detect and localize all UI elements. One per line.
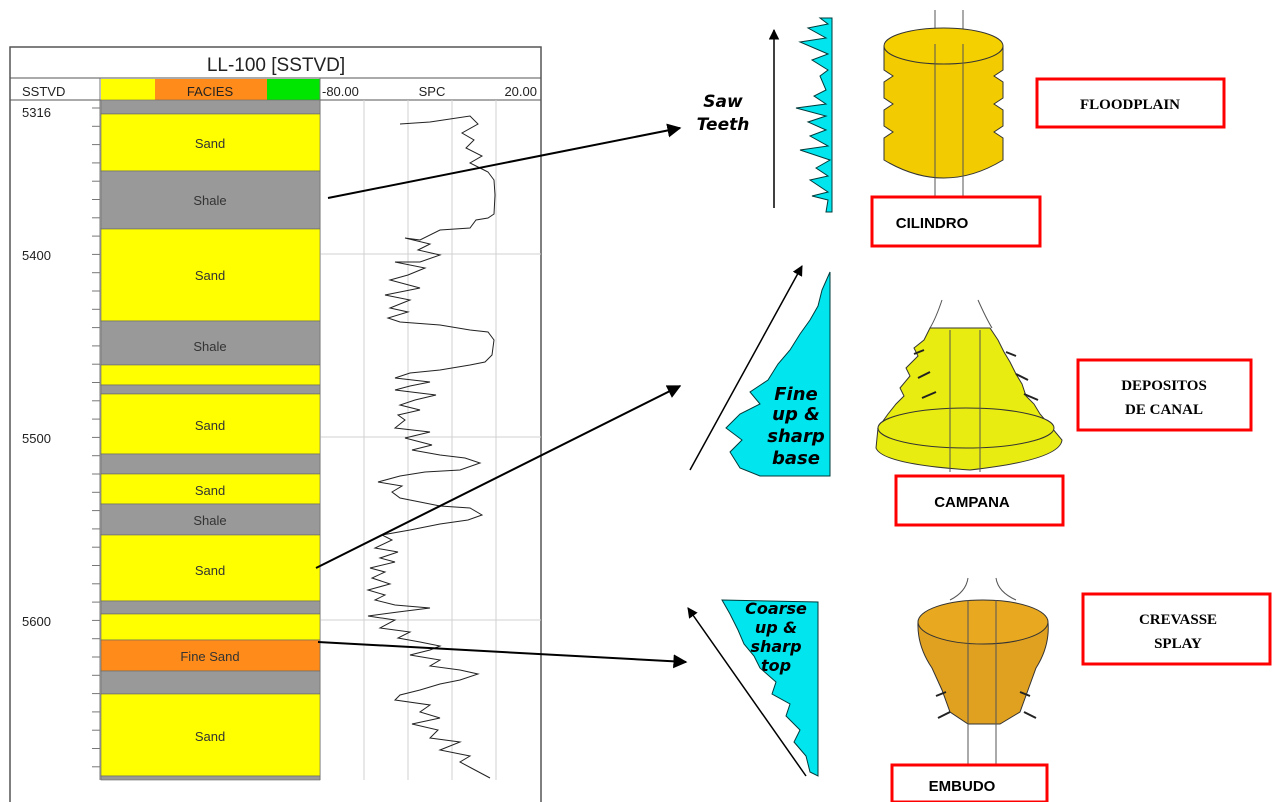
- shape-label: CILINDRO: [896, 215, 969, 232]
- environment-label: DEPOSITOS: [1121, 378, 1207, 394]
- shape-label: CAMPANA: [934, 494, 1010, 511]
- coarsening-up-curve: [721, 599, 819, 777]
- fining-up-curve: [725, 271, 831, 477]
- environment-label: SPLAY: [1154, 636, 1202, 652]
- facies-band-sand: [100, 228, 321, 322]
- arrow-shale-to-cilindro: [327, 123, 682, 199]
- curve-text-line: Coarse: [745, 599, 807, 618]
- bell-icon: [875, 299, 1063, 472]
- depth-label-5400: 5400: [22, 248, 51, 263]
- pattern-cilindro: Saw Teeth CILINDRO FLOODPLAIN: [697, 10, 1226, 248]
- well-log-panel: LL-100 [SSTVD] SSTVD FACIES -80.00 SPC 2…: [9, 46, 542, 802]
- depth-label-5500: 5500: [22, 431, 51, 446]
- facies-band-sand: [100, 534, 321, 602]
- facies-band-shale: [100, 170, 321, 230]
- pattern-campana: Fine up & sharp base CAMPANA DEPOSITOS D…: [689, 265, 1253, 527]
- facies-label: Sand: [195, 483, 225, 498]
- facies-header-finesand-swatch: [155, 79, 267, 100]
- facies-header-green-swatch: [267, 79, 320, 100]
- facies-label: Shale: [193, 339, 226, 354]
- facies-band-finesand: [100, 639, 321, 672]
- curve-text-line: Saw: [703, 92, 743, 112]
- shape-label-box: [894, 474, 1065, 527]
- facies-band-sand: [100, 473, 321, 505]
- environment-label-box: [1081, 592, 1272, 666]
- facies-header: FACIES: [187, 84, 234, 99]
- curve-text-line: up &: [772, 404, 820, 425]
- facies-band-shale: [100, 503, 321, 536]
- log-title: LL-100 [SSTVD]: [207, 55, 345, 76]
- facies-band-sand: [100, 113, 321, 172]
- shape-label-box: [870, 195, 1042, 248]
- facies-band-shale: [100, 600, 321, 615]
- curve-text-line: sharp: [750, 637, 801, 656]
- facies-band-shale: [100, 320, 321, 366]
- spc-header: SPC: [419, 84, 446, 99]
- shape-label-box: [890, 763, 1049, 802]
- curve-text-line: Teeth: [697, 115, 750, 135]
- saw-teeth-curve: [795, 17, 833, 213]
- environment-label: FLOODPLAIN: [1080, 97, 1180, 113]
- facies-label: Fine Sand: [180, 649, 239, 664]
- trend-arrow-up: [689, 265, 803, 471]
- connector-arrows: [315, 123, 688, 669]
- arrow-sand-to-campana: [315, 385, 682, 569]
- curve-text-line: top: [761, 656, 791, 675]
- facies-band-sand: [100, 364, 321, 386]
- facies-labels: Sand Shale Sand Shale Sand Sand Shale Sa…: [180, 136, 239, 744]
- facies-label: Sand: [195, 268, 225, 283]
- cylinder-icon: [883, 10, 1004, 210]
- facies-track: [100, 99, 321, 781]
- facies-band-shale: [100, 453, 321, 475]
- arrow-finesand-to-embudo: [317, 641, 688, 669]
- environment-label-box: [1035, 77, 1226, 129]
- facies-label: Sand: [195, 729, 225, 744]
- environment-label: DE CANAL: [1125, 402, 1203, 418]
- depth-label-5316: 5316: [22, 105, 51, 120]
- depth-header: SSTVD: [22, 84, 65, 99]
- funnel-icon: [917, 577, 1049, 776]
- facies-label: Shale: [193, 513, 226, 528]
- depth-label-5600: 5600: [22, 614, 51, 629]
- spc-grid: [320, 100, 541, 780]
- environment-label: CREVASSE: [1139, 612, 1217, 628]
- curve-text-line: sharp: [767, 426, 825, 447]
- facies-band-shale: [100, 384, 321, 395]
- facies-label: Shale: [193, 193, 226, 208]
- environment-label-box: [1076, 358, 1253, 432]
- spc-max: 20.00: [504, 84, 537, 99]
- curve-text-line: Fine: [774, 384, 818, 405]
- facies-band-shale: [100, 670, 321, 695]
- facies-band-sand: [100, 393, 321, 455]
- curve-text-line: up &: [755, 618, 797, 637]
- shape-label: EMBUDO: [929, 778, 996, 795]
- facies-header-sand-swatch: [101, 79, 155, 100]
- facies-label: Sand: [195, 418, 225, 433]
- curve-text-line: base: [772, 448, 820, 469]
- facies-band-shale: [100, 99, 321, 115]
- facies-label: Sand: [195, 563, 225, 578]
- spc-curve: [366, 115, 496, 779]
- facies-band-sand: [100, 613, 321, 641]
- depth-ticks: [92, 107, 100, 768]
- facies-band-sand: [100, 693, 321, 777]
- pattern-embudo: Coarse up & sharp top EMBUDO CREVASSE SP…: [687, 577, 1272, 802]
- spc-min: -80.00: [322, 84, 359, 99]
- facies-label: Sand: [195, 136, 225, 151]
- facies-band-shale: [100, 775, 321, 781]
- trend-arrow-up: [687, 607, 807, 777]
